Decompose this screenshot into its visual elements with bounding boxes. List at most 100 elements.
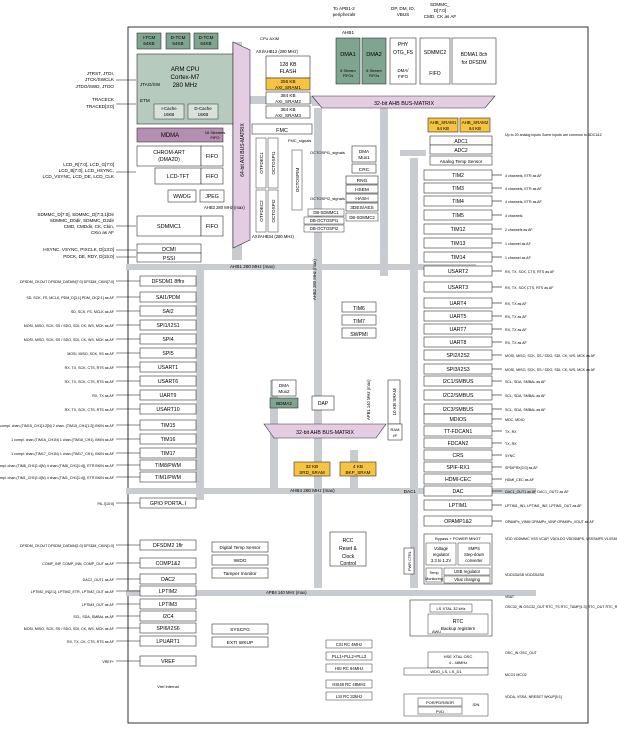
otg-block — [389, 37, 417, 85]
dfsdm2-pins: DFSDM_CKOUT DFSDM_DATAIN[1:0] DFSDM_CKIN… — [20, 544, 114, 548]
tim14-pins: 1 channel as AF — [505, 256, 532, 260]
svg-text:LCD_B[7:0], LCD_HSYNC,: LCD_B[7:0], LCD_HSYNC, — [59, 168, 114, 173]
iwdg-block — [211, 554, 269, 566]
svg-text:Reset &: Reset & — [339, 546, 357, 552]
spi6-pins: MOSI, MISO, SCK, SS / SDO, SDI, CK, WS, … — [24, 627, 115, 631]
axi-ahb34-label: AXI/AHB34 (280 MHz) — [252, 234, 294, 239]
usb-reg-block — [443, 567, 491, 576]
lptim3-label: LPTIM3 — [159, 602, 177, 608]
swpmi-block — [341, 327, 377, 339]
dma1-block — [335, 37, 361, 85]
icache-block — [153, 103, 185, 120]
mdios-pins: MDC, MDIO — [505, 418, 525, 422]
adc2-block — [429, 144, 493, 155]
svg-text:PLL1+PLL2+PLL3: PLL1+PLL2+PLL3 — [332, 654, 367, 659]
svg-text:I/F: I/F — [393, 433, 398, 438]
svg-text:Bypass + POWER MNGT: Bypass + POWER MNGT — [435, 536, 481, 541]
tim4-pins: 4 channels, ETR as AF — [505, 200, 543, 204]
tt-fdcan1-pins: TX, RX — [505, 430, 517, 434]
tim12-pins: 2 channels as AF — [505, 228, 533, 232]
dfsdm2-label: DFSDM2 1flr — [153, 543, 183, 549]
usart1-label: USART1 — [158, 365, 178, 371]
svg-text:SDMMC_D0dir, SDMMC_D2dir: SDMMC_D0dir, SDMMC_D2dir — [50, 218, 115, 223]
svg-text:OCTOSPI2: OCTOSPI2 — [271, 199, 276, 223]
svg-text:SDMMC_D[7:0], SDMMC_D[7:3,1]Di: SDMMC_D[7:0], SDMMC_D[7:3,1]Dir — [37, 212, 114, 217]
hsi48-block — [325, 679, 373, 689]
usart10-label: USART10 — [156, 407, 179, 413]
uart7-pins: RX, TX as AF — [505, 328, 528, 332]
svg-text:32-bit AHB BUS-MATRIX: 32-bit AHB BUS-MATRIX — [296, 430, 354, 436]
left-arrows-top — [116, 79, 136, 258]
wwdg-block — [167, 189, 197, 203]
svg-text:128 KB: 128 KB — [279, 62, 297, 68]
bdma2-block — [269, 397, 299, 409]
svg-text:WWDG: WWDG — [173, 194, 191, 200]
svg-text:EXTI WKUP: EXTI WKUP — [227, 640, 253, 646]
tim14-label: TIM14 — [451, 255, 466, 261]
axi-sram1-block — [265, 77, 311, 91]
usart2-label: USART2 — [448, 269, 468, 275]
svg-text:FIFOs: FIFOs — [369, 74, 380, 78]
octospi1-block — [267, 137, 279, 189]
comp-label: COMP1&2 — [156, 561, 181, 567]
db-octospi2-block — [303, 224, 345, 233]
dac2-label: DAC2 — [161, 577, 175, 583]
digital-temp-block — [211, 541, 269, 553]
svg-text:for DFSDM: for DFSDM — [462, 60, 487, 66]
svg-text:AHB2 280 MHz (max): AHB2 280 MHz (max) — [312, 259, 317, 300]
svg-text:CSI RC 4MHz: CSI RC 4MHz — [336, 642, 362, 647]
i2c1-label: I2C1/SMBUS — [443, 379, 474, 385]
sdmmc1-fifo — [200, 215, 224, 237]
fmc-signals: FMC_signals — [288, 138, 311, 143]
svg-text:DB-OCTOSPI1: DB-OCTOSPI1 — [310, 218, 339, 223]
svg-text:WDG_LS, LS_D1: WDG_LS, LS_D1 — [430, 669, 462, 674]
tim8-pins: 4 compl. chan.(TIM8_CH1[1:4]N) 4 chan.(T… — [0, 464, 115, 468]
fdcan2-pins: TX, RX — [505, 442, 517, 446]
tim1-pins: 4 compl. chan.(TIM1_CH1[1:4]N) 4 chan.(T… — [0, 476, 115, 480]
svg-text:Mux1: Mux1 — [358, 155, 370, 160]
svg-text:RCC: RCC — [343, 538, 354, 544]
svg-text:4 KB: 4 KB — [353, 464, 363, 469]
jtag-label: JTAG/SW — [140, 82, 161, 87]
db-octospi1-block — [303, 216, 345, 225]
ahb1-280-label: AHB1 280 MHz (max) — [230, 264, 275, 269]
svg-text:IWDG: IWDG — [233, 558, 246, 564]
tim16-label: TIM16 — [161, 437, 176, 443]
svg-text:AXI_SRAM2: AXI_SRAM2 — [275, 99, 301, 104]
etm-label: ETM — [140, 98, 150, 103]
svg-text:CKio as AF: CKio as AF — [91, 230, 114, 235]
svg-text:SMPS: SMPS — [468, 546, 480, 551]
left-lower-column: DFSDM2 1flr DFSDM_CKOUT DFSDM_DATAIN[1:0]… — [20, 539, 197, 689]
spi4-label: SPI4 — [162, 337, 173, 343]
ahb-sram2-block — [459, 117, 491, 133]
svg-text:(DMA2D): (DMA2D) — [158, 157, 180, 163]
axi-bus-matrix — [232, 41, 251, 249]
apb-peripherals-label: To APB1-2 — [333, 6, 355, 11]
dtcm2-block — [193, 32, 219, 50]
svg-text:32-bit AHB BUS-MATRIX: 32-bit AHB BUS-MATRIX — [374, 101, 435, 107]
spi6-label: SPI6/I2S6 — [156, 626, 179, 632]
cpu-axim-label: CPU AXIM — [260, 36, 279, 41]
fmc-block — [251, 123, 313, 135]
octospim-block — [291, 149, 303, 211]
svg-text:Voltage: Voltage — [434, 546, 449, 551]
left-pins-top: JTRST, JTDI, JTCK/SWCLK JTDO/SWD, JTDO T… — [37, 71, 115, 259]
sdmmc-signals-label: SDMMC_ — [430, 2, 450, 7]
svg-text:JPEG: JPEG — [205, 194, 219, 200]
svg-text:16KB: 16KB — [164, 112, 175, 117]
cpu-block — [136, 53, 234, 125]
svg-text:BDMA1 8ch: BDMA1 8ch — [461, 52, 488, 58]
dac1-side-label: DAC1 — [404, 489, 417, 494]
tim7-block — [341, 314, 377, 326]
rng-block — [345, 175, 379, 185]
tamper-block — [211, 567, 269, 579]
right-pin-labels: Up to 20 analog inputs Some inputs are c… — [505, 133, 617, 699]
svg-text:10 KB SRAM: 10 KB SRAM — [392, 388, 397, 415]
spi4-pins: MOSI, MISO, SCK, SS / SDO, SDI, CK, WS, … — [24, 338, 115, 342]
csi-rc-block — [325, 639, 373, 649]
svg-text:280 MHz: 280 MHz — [173, 82, 198, 89]
i2c4-label: I2C4 — [163, 614, 174, 620]
rcc-block — [329, 531, 367, 567]
pll-block — [325, 651, 373, 661]
tim12-label: TIM12 — [451, 227, 466, 233]
